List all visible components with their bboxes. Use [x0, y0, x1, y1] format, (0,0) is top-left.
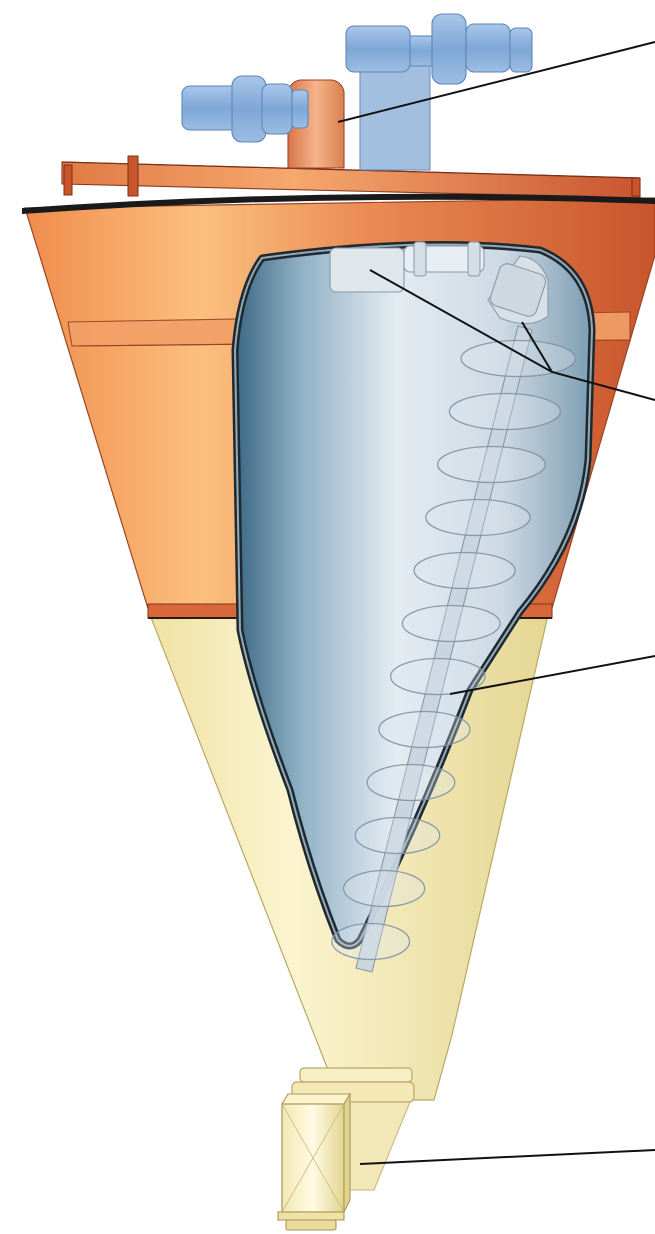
discharge-valve-icon: [278, 1094, 350, 1230]
screw-flight: [461, 341, 575, 377]
leader-line-outlet: [360, 1150, 655, 1164]
screw-flight: [402, 606, 500, 642]
drive-motor-icon: [182, 14, 532, 170]
screw-flight: [449, 394, 560, 430]
screw-flight: [344, 871, 425, 907]
screw-flight: [332, 924, 410, 960]
screw-flight: [438, 447, 546, 483]
screw-flight: [355, 818, 439, 854]
screw-flight: [367, 765, 455, 801]
screw-flight: [414, 553, 515, 589]
screw-flight: [426, 500, 530, 536]
screw-flight: [379, 712, 470, 748]
screw-flight: [391, 659, 485, 695]
